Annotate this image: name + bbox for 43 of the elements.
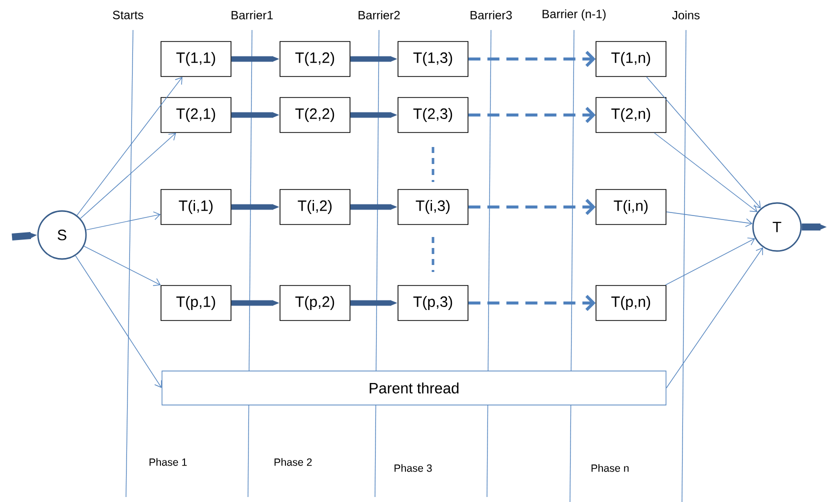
task-box: T(i,2) xyxy=(280,189,350,225)
barrier-label: Barrier2 xyxy=(358,10,400,20)
barrier-label: Barrier3 xyxy=(470,10,512,20)
task-box: T(i,n) xyxy=(596,189,666,225)
task-box: T(p,n) xyxy=(596,285,666,321)
arrow xyxy=(666,212,753,228)
arrow xyxy=(468,50,596,68)
task-box: T(p,1) xyxy=(160,285,232,321)
task-box: T(p,3) xyxy=(398,285,468,321)
circle-node: T xyxy=(752,202,802,252)
task-box: T(2,n) xyxy=(596,97,666,133)
phase-label: Phase n xyxy=(592,464,629,472)
arrow xyxy=(666,247,764,388)
task-box: T(p,2) xyxy=(280,285,350,321)
arrow xyxy=(86,211,161,230)
barrier-label: Joins xyxy=(672,10,700,20)
barrier-label: Barrier1 xyxy=(232,10,273,20)
task-box: T(2,1) xyxy=(160,97,232,133)
arrow xyxy=(665,238,756,286)
arrow xyxy=(468,198,596,216)
barrier-label: Starts xyxy=(112,10,144,20)
arrow xyxy=(80,132,176,219)
arrow xyxy=(468,294,596,312)
arrow xyxy=(84,246,161,286)
phase-label: Phase 2 xyxy=(274,458,312,466)
task-box: T(i,3) xyxy=(398,189,468,225)
task-box: T(2,2) xyxy=(280,97,350,133)
task-box: T(i,1) xyxy=(160,189,232,225)
circle-node: S xyxy=(37,210,87,260)
phase-label: Phase 3 xyxy=(394,464,432,472)
arrow xyxy=(468,106,596,124)
arrow xyxy=(654,132,758,212)
task-box: T(1,2) xyxy=(280,41,350,77)
arrow xyxy=(76,76,182,216)
task-box: T(1,n) xyxy=(596,41,666,77)
barrier-label: Barrier (n-1) xyxy=(542,9,606,21)
task-box: T(1,1) xyxy=(160,41,232,77)
arrow xyxy=(75,255,162,388)
task-box: T(2,3) xyxy=(398,97,468,133)
arrow xyxy=(646,76,761,208)
task-box: T(1,3) xyxy=(398,41,468,77)
thread-bar: Parent thread xyxy=(162,370,666,406)
phase-label: Phase 1 xyxy=(150,458,187,466)
